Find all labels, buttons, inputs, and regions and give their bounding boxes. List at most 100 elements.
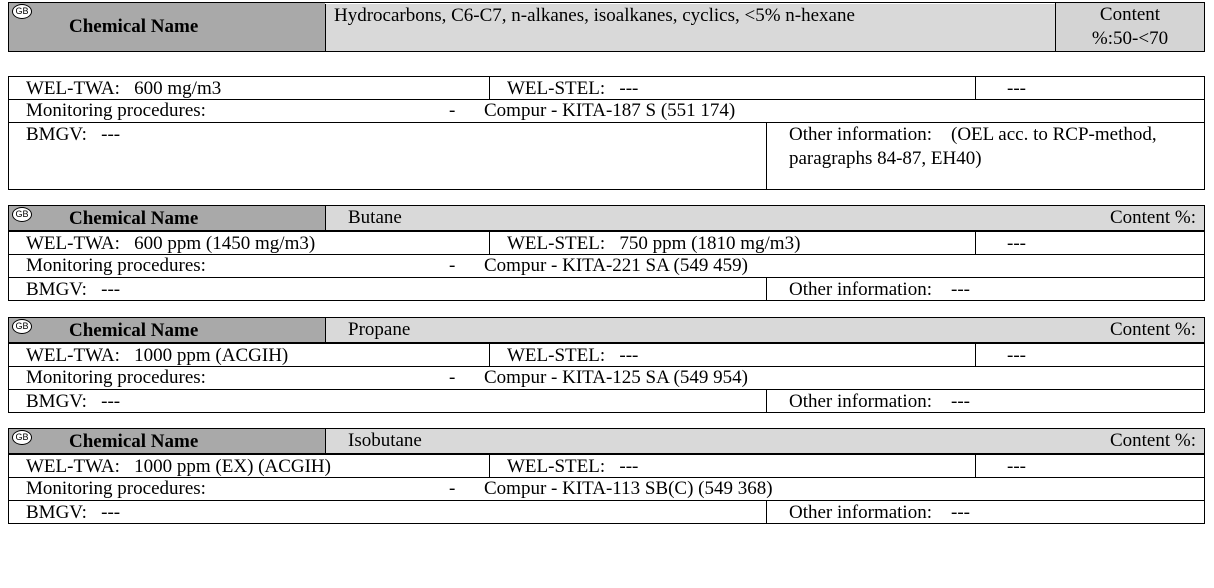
substance-header: GB Chemical Name Propane Content %: xyxy=(8,317,1205,343)
monitoring-row: Monitoring procedures: - Compur - KITA-1… xyxy=(8,99,1205,123)
extra-limit-cell: --- xyxy=(975,455,1204,477)
chemical-name-value: Hydrocarbons, C6-C7, n-alkanes, isoalkan… xyxy=(325,4,1055,51)
extra-limit-cell: --- xyxy=(975,232,1204,254)
chemical-name-value: Propane xyxy=(325,318,1055,342)
chemical-name-label-cell: GB Chemical Name xyxy=(9,206,325,230)
wel-twa-label: WEL-TWA: xyxy=(26,456,120,477)
chemical-name-label: Chemical Name xyxy=(69,208,199,229)
extra-limit-cell: --- xyxy=(975,77,1204,99)
monitoring-row: Monitoring procedures: - Compur - KITA-2… xyxy=(8,254,1205,278)
wel-twa-value: 1000 ppm (EX) (ACGIH) xyxy=(134,456,331,477)
other-info-label: Other information: xyxy=(789,502,932,523)
wel-stel-value: --- xyxy=(619,456,639,477)
other-info-value: (OEL acc. to RCP-method, paragraphs 84-8… xyxy=(789,124,1157,169)
substance-header: GB Chemical Name Isobutane Content %: xyxy=(8,428,1205,454)
content-label: Content xyxy=(1099,4,1161,25)
other-info-label: Other information: xyxy=(789,279,932,300)
monitoring-label: Monitoring procedures: xyxy=(26,478,206,499)
bmgv-cell: BMGV: --- xyxy=(9,123,766,189)
monitoring-row: Monitoring procedures: - Compur - KITA-1… xyxy=(8,366,1205,390)
monitoring-label: Monitoring procedures: xyxy=(26,100,206,121)
monitoring-value: Compur - KITA-221 SA (549 459) xyxy=(484,255,748,276)
monitoring-row: Monitoring procedures: - Compur - KITA-1… xyxy=(8,477,1205,501)
wel-stel-cell: WEL-STEL: --- xyxy=(489,77,975,99)
substance-block-3: GB Chemical Name Propane Content %: WEL-… xyxy=(8,316,1205,438)
wel-stel-value: --- xyxy=(619,345,639,366)
chemical-name-label-cell: GB Chemical Name xyxy=(9,318,325,342)
content-percent: Content %:50-<70 xyxy=(1055,3,1204,51)
content-value: %:50-<70 xyxy=(1091,28,1169,49)
bmgv-label: BMGV: xyxy=(26,391,87,412)
bmgv-row: BMGV: --- Other information: --- xyxy=(8,277,1205,301)
substance-block-4: GB Chemical Name Isobutane Content %: WE… xyxy=(8,427,1205,588)
wel-stel-label: WEL-STEL: xyxy=(507,345,606,366)
gb-region-icon: GB xyxy=(12,207,32,222)
chemical-name-value: Butane xyxy=(325,206,1055,230)
monitoring-value: Compur - KITA-125 SA (549 954) xyxy=(484,367,748,388)
wel-stel-cell: WEL-STEL: --- xyxy=(489,455,975,477)
wel-stel-value: --- xyxy=(619,78,639,99)
substance-block-2: GB Chemical Name Butane Content %: WEL-T… xyxy=(8,204,1205,326)
chemical-name-label: Chemical Name xyxy=(69,16,199,37)
wel-twa-label: WEL-TWA: xyxy=(26,233,120,254)
bmgv-value: --- xyxy=(101,279,121,300)
other-info-value: --- xyxy=(951,279,970,300)
substance-header: GB Chemical Name Butane Content %: xyxy=(8,205,1205,231)
wel-twa-label: WEL-TWA: xyxy=(26,345,120,366)
wel-twa-cell: WEL-TWA: 1000 ppm (EX) (ACGIH) xyxy=(9,455,489,477)
bmgv-row: BMGV: --- Other information: --- xyxy=(8,389,1205,413)
content-percent: Content %: xyxy=(1055,206,1204,230)
wel-row: WEL-TWA: 600 mg/m3 WEL-STEL: --- --- xyxy=(8,76,1205,100)
chemical-name-label-cell: GB Chemical Name xyxy=(9,429,325,453)
wel-twa-value: 1000 ppm (ACGIH) xyxy=(134,345,289,366)
wel-stel-label: WEL-STEL: xyxy=(507,233,606,254)
monitoring-value: Compur - KITA-113 SB(C) (549 368) xyxy=(484,478,773,499)
other-info-label: Other information: xyxy=(789,124,932,145)
wel-row: WEL-TWA: 1000 ppm (EX) (ACGIH) WEL-STEL:… xyxy=(8,454,1205,478)
monitoring-dash: - xyxy=(449,100,456,121)
other-info-label: Other information: xyxy=(789,391,932,412)
wel-stel-value: 750 ppm (1810 mg/m3) xyxy=(619,233,801,254)
chemical-name-label: Chemical Name xyxy=(69,431,199,452)
wel-twa-value: 600 mg/m3 xyxy=(134,78,222,99)
bmgv-cell: BMGV: --- xyxy=(9,501,766,523)
gb-region-icon: GB xyxy=(12,430,32,445)
substance-block-1: GB Chemical Name Hydrocarbons, C6-C7, n-… xyxy=(8,0,1205,190)
wel-stel-label: WEL-STEL: xyxy=(507,456,606,477)
monitoring-dash: - xyxy=(449,255,456,276)
substance-header: GB Chemical Name Hydrocarbons, C6-C7, n-… xyxy=(8,2,1205,52)
other-info-cell: Other information: (OEL acc. to RCP-meth… xyxy=(766,123,1204,189)
other-info-cell: Other information: --- xyxy=(766,501,1204,523)
other-info-value: --- xyxy=(951,502,970,523)
bmgv-row: BMGV: --- Other information: --- xyxy=(8,500,1205,524)
monitoring-label: Monitoring procedures: xyxy=(26,255,206,276)
extra-limit-cell: --- xyxy=(975,344,1204,366)
wel-twa-label: WEL-TWA: xyxy=(26,78,120,99)
wel-twa-cell: WEL-TWA: 600 ppm (1450 mg/m3) xyxy=(9,232,489,254)
monitoring-label: Monitoring procedures: xyxy=(26,367,206,388)
bmgv-label: BMGV: xyxy=(26,279,87,300)
bmgv-value: --- xyxy=(101,502,121,523)
monitoring-dash: - xyxy=(449,367,456,388)
bmgv-value: --- xyxy=(101,391,121,412)
wel-twa-cell: WEL-TWA: 1000 ppm (ACGIH) xyxy=(9,344,489,366)
wel-row: WEL-TWA: 1000 ppm (ACGIH) WEL-STEL: --- … xyxy=(8,343,1205,367)
other-info-value: --- xyxy=(951,391,970,412)
bmgv-cell: BMGV: --- xyxy=(9,278,766,300)
wel-stel-label: WEL-STEL: xyxy=(507,78,606,99)
content-percent: Content %: xyxy=(1055,429,1204,453)
bmgv-row: BMGV: --- Other information: (OEL acc. t… xyxy=(8,122,1205,190)
wel-twa-value: 600 ppm (1450 mg/m3) xyxy=(134,233,316,254)
monitoring-dash: - xyxy=(449,478,456,499)
wel-row: WEL-TWA: 600 ppm (1450 mg/m3) WEL-STEL: … xyxy=(8,231,1205,255)
bmgv-value: --- xyxy=(101,124,121,145)
wel-stel-cell: WEL-STEL: --- xyxy=(489,344,975,366)
bmgv-label: BMGV: xyxy=(26,502,87,523)
gb-region-icon: GB xyxy=(12,319,32,334)
chemical-name-label: Chemical Name xyxy=(69,320,199,341)
other-info-cell: Other information: --- xyxy=(766,390,1204,412)
chemical-name-label-cell: GB Chemical Name xyxy=(9,3,325,51)
monitoring-value: Compur - KITA-187 S (551 174) xyxy=(484,100,736,121)
other-info-cell: Other information: --- xyxy=(766,278,1204,300)
bmgv-cell: BMGV: --- xyxy=(9,390,766,412)
